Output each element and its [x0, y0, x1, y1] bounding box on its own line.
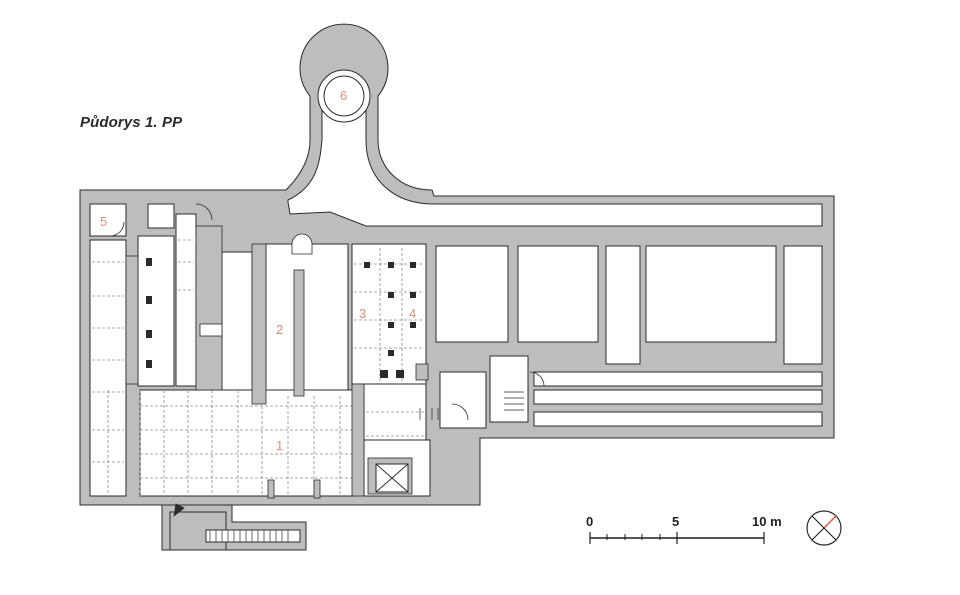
room-label-1: 1 [276, 438, 283, 453]
room-label-4: 4 [409, 306, 416, 321]
staircase-icon [209, 391, 524, 542]
arched-niche [291, 233, 313, 255]
room-label-6: 6 [340, 88, 347, 103]
scale-label-0: 0 [586, 514, 594, 529]
plan-title: Půdorys 1. PP [80, 114, 183, 131]
lift-shaft-icon [375, 463, 409, 493]
north-arrow-icon [806, 510, 842, 546]
toilet-icon [146, 258, 416, 378]
door-swings [109, 203, 545, 517]
scale-bar [589, 532, 765, 544]
room-label-5: 5 [100, 214, 107, 229]
scale-label-5: 5 [672, 514, 680, 529]
room-label-2: 2 [276, 322, 283, 337]
scale-label-10m: 10 m [752, 514, 782, 529]
room-label-3: 3 [359, 306, 366, 321]
